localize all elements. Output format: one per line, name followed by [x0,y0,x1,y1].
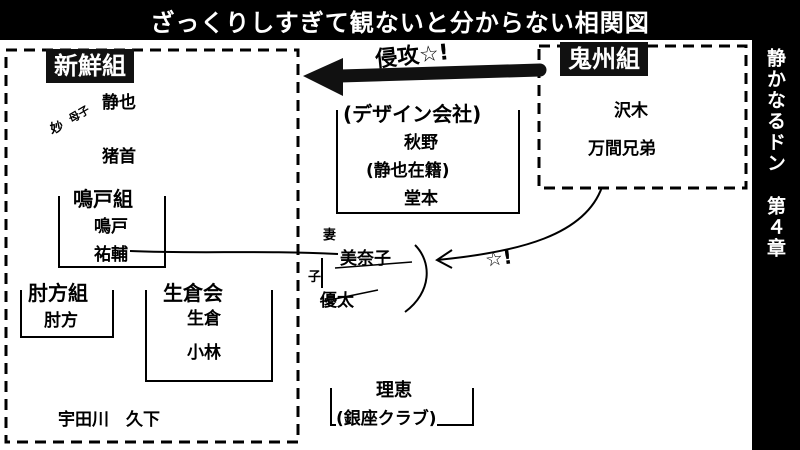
family-bracket [404,244,428,313]
narutogumi-box [58,196,166,268]
inokubi-name: 猪首 [102,147,136,167]
shizuya-employment: (静也在籍) [366,161,450,181]
diagram-title: ざっくりしすぎて観ないと分からない相関図 [0,0,800,40]
kobayashi-name: 小林 [187,343,221,363]
ikura-name: 生倉 [187,309,221,329]
attack-label: ☆! [483,244,514,272]
invasion-arrow-shaft [333,63,547,83]
yuta-scribble [319,289,379,303]
design-company-label: (デザイン会社) [340,98,485,127]
hijikatagumi-box [20,290,114,338]
hijikata-name: 肘方 [44,311,78,331]
design-company-box [336,110,520,214]
yusuke-name: 祐輔 [94,245,128,265]
naruto-name: 鳴戸 [94,217,128,237]
manma-brothers-name: 万間兄弟 [588,139,656,159]
yuta-name: 優太 [320,291,354,311]
side-chapter: 第４章 [764,196,786,259]
side-bar [752,40,800,450]
attack-arrowhead [435,249,453,269]
wife-note: 妻 [323,228,337,243]
kishugumi-box [537,44,748,190]
shinsengumi-label: 新鮮組 [46,49,134,83]
udagawa-kuge: 宇田川 久下 [58,410,160,430]
minako-name: 美奈子 [340,249,391,269]
minako-scribble [334,261,413,269]
invasion-arrow-head [303,58,343,96]
kishugumi-label: 鬼州組 [560,42,648,76]
child-note: 子 [308,270,322,285]
akino-name: 秋野 [404,133,438,153]
shizuya-name: 静也 [102,93,136,113]
hijikatagumi-label: 肘方組 [25,277,91,306]
ikurakai-box [145,290,273,382]
yusuke-minako-line [129,250,339,255]
rie-club: (銀座クラブ) [336,404,437,429]
narutogumi-label: 鳴戸組 [70,183,136,212]
side-title: 静かなるドン [764,48,786,174]
attack-arrow [436,186,603,261]
ikurakai-label: 生倉会 [160,277,226,306]
rie-name: 理恵 [373,376,415,402]
domoto-name: 堂本 [404,189,438,209]
sawaki-name: 沢木 [614,101,648,121]
shinsengumi-box [4,48,300,444]
